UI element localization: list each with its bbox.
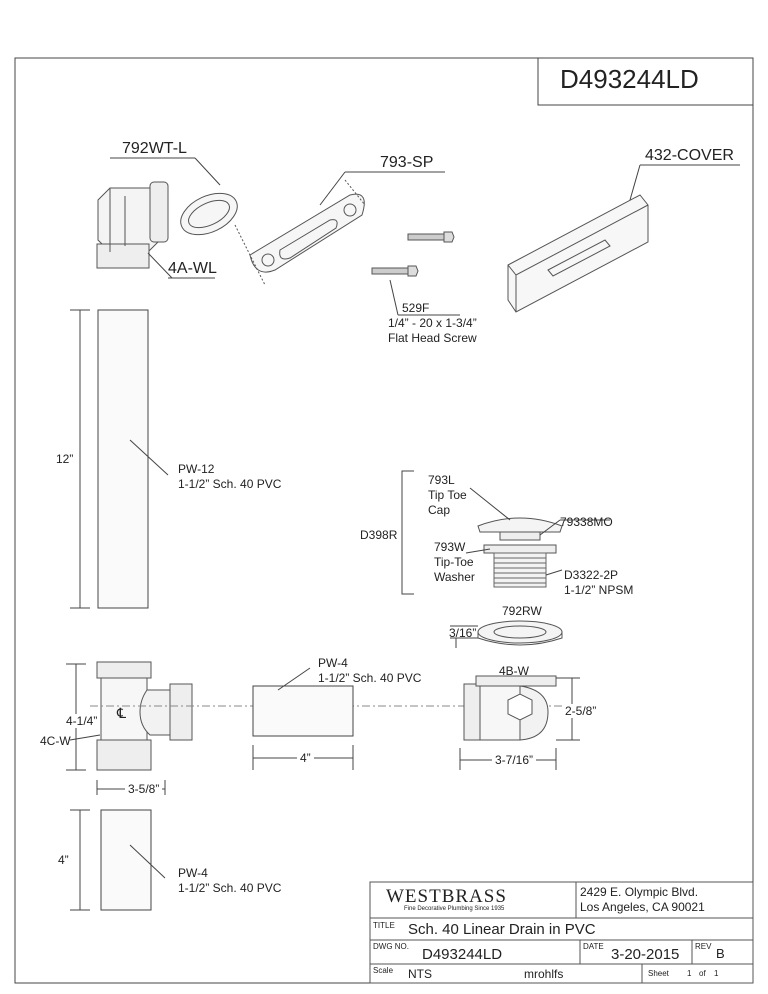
dwg-no-value: D493244LD bbox=[422, 946, 503, 963]
label-tee: 4C-W bbox=[40, 734, 71, 748]
rev-label: REV bbox=[695, 942, 712, 951]
label-elbow: 792WT-L bbox=[122, 140, 187, 157]
address-line-1: 2429 E. Olympic Blvd. bbox=[580, 885, 699, 899]
scale-label: Scale bbox=[373, 966, 394, 975]
pipe-4-middle bbox=[252, 685, 354, 737]
tip-toe-washer bbox=[483, 544, 557, 554]
sheet-of-label: of bbox=[699, 969, 706, 978]
label-washer-code: 793W bbox=[434, 540, 466, 554]
dim-tee-height: 4-1/4” bbox=[64, 714, 100, 728]
company-logo-text: WESTBRASS bbox=[386, 886, 507, 907]
label-screw-desc: Flat Head Screw bbox=[388, 331, 477, 345]
label-ring-code: 792RW bbox=[502, 604, 542, 618]
label-pw4-bot-code: PW-4 bbox=[178, 866, 208, 880]
title-block-grid bbox=[369, 881, 754, 984]
assembly-bracket bbox=[401, 470, 414, 595]
label-pipe-12-desc: 1-1/2” Sch. 40 PVC bbox=[178, 477, 282, 491]
dim-trap-width: 3-7/16” bbox=[492, 753, 537, 767]
address-line-2: Los Angeles, CA 90021 bbox=[580, 900, 705, 914]
drawn-by: mrohlfs bbox=[524, 967, 564, 981]
company-tagline: Fine Decorative Plumbing Since 1935 bbox=[404, 906, 505, 912]
label-pipe-12: PW-12 bbox=[178, 462, 215, 476]
trap-fitting bbox=[463, 675, 557, 741]
label-wye: 4A-WL bbox=[168, 260, 217, 277]
sheet-total: 1 bbox=[714, 969, 719, 978]
dwg-no-label: DWG NO. bbox=[373, 942, 409, 951]
date-label: DATE bbox=[583, 942, 604, 951]
rev-value: B bbox=[716, 946, 725, 961]
label-cap-desc1: Tip Toe bbox=[428, 488, 467, 502]
threaded-body bbox=[493, 552, 547, 588]
dim-ring: 3/16” bbox=[449, 626, 477, 640]
label-cap-code: 793L bbox=[428, 473, 455, 487]
drawing-title: Sch. 40 Linear Drain in PVC bbox=[408, 921, 596, 938]
pipe-12 bbox=[97, 309, 149, 609]
scale-value: NTS bbox=[408, 967, 432, 981]
drawing-number: D493244LD bbox=[560, 64, 699, 94]
dim-pw4-mid: 4” bbox=[297, 751, 314, 765]
label-thread-desc: 1-1/2” NPSM bbox=[564, 583, 634, 597]
label-cover: 432-COVER bbox=[645, 147, 734, 164]
label-trap-code: 4B-W bbox=[499, 664, 529, 678]
dim-tee-width: 3-5/8” bbox=[125, 782, 163, 796]
label-pw4-bot-desc: 1-1/2” Sch. 40 PVC bbox=[178, 881, 282, 895]
label-washer-desc1: Tip-Toe bbox=[434, 555, 474, 569]
date-value: 3-20-2015 bbox=[611, 946, 680, 963]
label-cap-desc2: Cap bbox=[428, 503, 451, 517]
gasket-ring bbox=[180, 192, 238, 236]
dim-pw4-bottom: 4” bbox=[58, 853, 69, 867]
rubber-washer bbox=[477, 620, 563, 646]
tee-fitting bbox=[96, 661, 193, 771]
label-screw-code: 529F bbox=[402, 301, 430, 315]
title-label: TITLE bbox=[373, 921, 395, 930]
label-body-code: 79338MO bbox=[560, 515, 613, 529]
cover-plate bbox=[507, 194, 649, 313]
sheet-number: 1 bbox=[687, 969, 692, 978]
pipe-4-bottom bbox=[100, 809, 152, 911]
dim-pipe-12: 12” bbox=[56, 452, 74, 466]
label-washer-desc2: Washer bbox=[434, 570, 475, 584]
spacer-plate bbox=[234, 179, 366, 286]
drawing-number-box bbox=[537, 58, 753, 106]
dim-trap-height: 2-5/8” bbox=[563, 704, 599, 718]
centerline-symbol: ℄ bbox=[117, 705, 126, 721]
screw-top bbox=[407, 231, 455, 243]
label-pw4-mid-code: PW-4 bbox=[318, 656, 348, 670]
label-assembly: D398R bbox=[360, 528, 398, 542]
label-pw4-mid-desc: 1-1/2” Sch. 40 PVC bbox=[318, 671, 422, 685]
tip-toe-cap bbox=[477, 517, 563, 541]
sheet-label: Sheet bbox=[648, 969, 669, 978]
label-spacer-plate: 793-SP bbox=[380, 154, 434, 171]
label-screw-size: 1/4” - 20 x 1-3/4” bbox=[388, 316, 477, 330]
screw-bottom bbox=[371, 265, 419, 277]
label-thread-code: D3322-2P bbox=[564, 568, 619, 582]
elbow-part bbox=[96, 181, 169, 269]
